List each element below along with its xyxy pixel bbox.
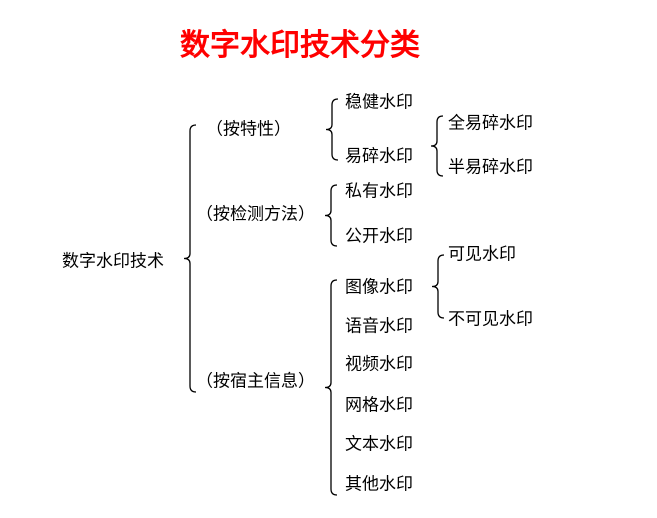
node-fragile: 易碎水印: [345, 146, 413, 167]
category-by-detection: （按检测方法）: [196, 204, 315, 225]
node-text: 文本水印: [345, 434, 413, 455]
node-private: 私有水印: [345, 181, 413, 202]
node-invisible: 不可见水印: [448, 309, 533, 330]
brace-image: [431, 254, 445, 319]
category-by-host: （按宿主信息）: [196, 371, 315, 392]
brace-host: [324, 279, 338, 496]
category-by-property: （按特性）: [206, 119, 291, 140]
node-full-fragile: 全易碎水印: [448, 113, 533, 134]
brace-fragile: [430, 115, 444, 177]
node-mesh: 网格水印: [345, 395, 413, 416]
diagram-title: 数字水印技术分类: [180, 28, 420, 63]
brace-root: [183, 124, 197, 393]
brace-detection: [324, 184, 338, 247]
node-visible: 可见水印: [448, 244, 516, 265]
node-semi-fragile: 半易碎水印: [448, 157, 533, 178]
node-audio: 语音水印: [345, 316, 413, 337]
node-public: 公开水印: [345, 226, 413, 247]
node-other: 其他水印: [345, 474, 413, 495]
brace-property: [325, 98, 339, 161]
node-image: 图像水印: [345, 277, 413, 298]
root-node: 数字水印技术: [62, 251, 164, 272]
node-robust: 稳健水印: [345, 92, 413, 113]
node-video: 视频水印: [345, 354, 413, 375]
